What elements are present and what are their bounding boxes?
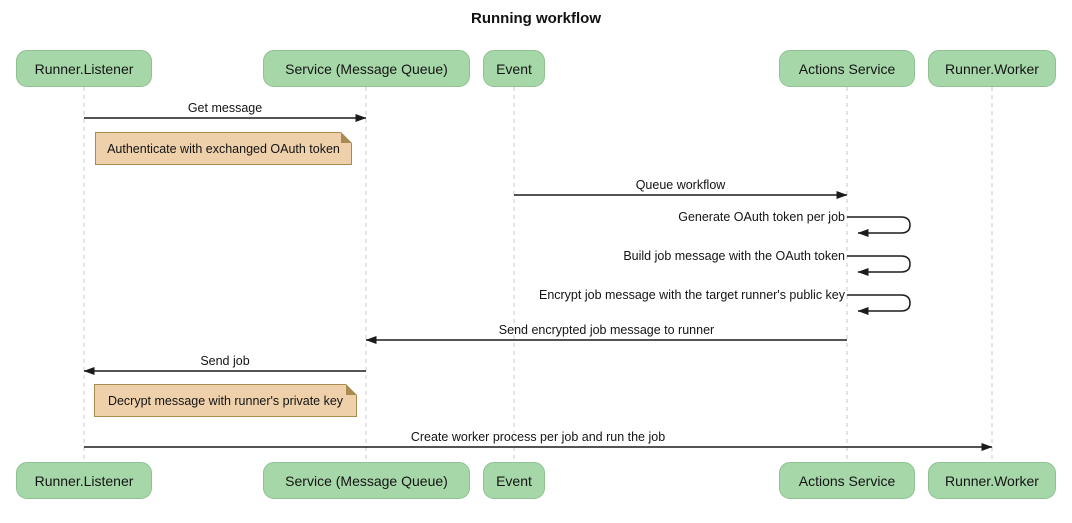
participant-bottom-actions-service: Actions Service	[779, 462, 915, 499]
participant-top-actions-service: Actions Service	[779, 50, 915, 87]
participant-label: Event	[496, 60, 532, 77]
participant-top-service-message-queue: Service (Message Queue)	[263, 50, 470, 87]
participant-top-runner-worker: Runner.Worker	[928, 50, 1056, 87]
self-arrow-generate-oauth-token	[847, 216, 911, 237]
note-decrypt-private-key: Decrypt message with runner's private ke…	[94, 384, 357, 417]
participant-label: Runner.Listener	[34, 60, 134, 77]
participant-label: Runner.Worker	[945, 60, 1039, 77]
participant-bottom-runner-listener: Runner.Listener	[16, 462, 152, 499]
participant-bottom-service-message-queue: Service (Message Queue)	[263, 462, 470, 499]
message-label-create-worker-process: Create worker process per job and run th…	[410, 430, 666, 444]
participant-label: Service (Message Queue)	[285, 60, 448, 77]
participant-bottom-event: Event	[483, 462, 545, 499]
participant-label: Runner.Listener	[34, 472, 134, 489]
diagram-title: Running workflow	[471, 10, 601, 27]
message-label-build-job-message: Build job message with the OAuth token	[623, 249, 845, 263]
participant-label: Runner.Worker	[945, 472, 1039, 489]
participant-label: Actions Service	[798, 60, 896, 77]
participant-top-event: Event	[483, 50, 545, 87]
participant-label: Service (Message Queue)	[285, 472, 448, 489]
message-label-generate-oauth-token: Generate OAuth token per job	[678, 210, 845, 224]
participant-label: Event	[496, 472, 532, 489]
message-label-encrypt-job-message: Encrypt job message with the target runn…	[538, 288, 845, 302]
participant-top-runner-listener: Runner.Listener	[16, 50, 152, 87]
note-label: Authenticate with exchanged OAuth token	[107, 141, 340, 156]
message-label-send-encrypted-job-message: Send encrypted job message to runner	[498, 323, 715, 337]
message-label-queue-workflow: Queue workflow	[635, 178, 726, 192]
participant-bottom-runner-worker: Runner.Worker	[928, 462, 1056, 499]
note-authenticate-oauth: Authenticate with exchanged OAuth token	[95, 132, 352, 165]
self-arrow-build-job-message	[847, 255, 911, 276]
note-label: Decrypt message with runner's private ke…	[107, 393, 344, 408]
message-label-get-message: Get message	[187, 101, 263, 115]
message-label-send-job: Send job	[200, 354, 250, 368]
self-arrow-encrypt-job-message	[847, 294, 911, 315]
participant-label: Actions Service	[798, 472, 896, 489]
